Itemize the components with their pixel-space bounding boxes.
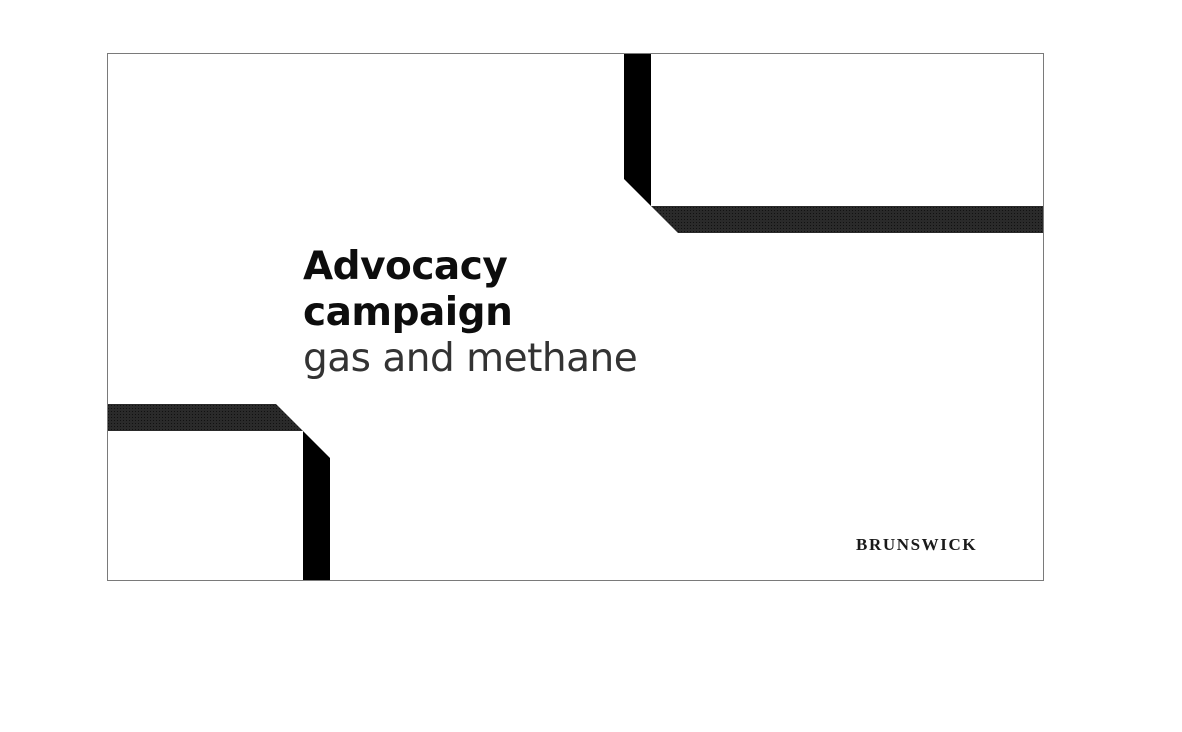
- bottom-vertical-bar: [303, 431, 330, 580]
- brand-logo: BRUNSWICK: [856, 535, 978, 554]
- top-vertical-bar: [624, 54, 651, 206]
- bottom-horizontal-band: [108, 404, 303, 431]
- decorative-corner-bars: [108, 54, 1043, 580]
- top-horizontal-band: [651, 206, 1043, 233]
- slide-title: Advocacy campaign gas and methane: [303, 244, 638, 382]
- subtitle: gas and methane: [303, 336, 638, 381]
- title-slide: Advocacy campaign gas and methane BRUNSW…: [107, 53, 1044, 581]
- title-line-1: Advocacy: [303, 244, 508, 289]
- title-line-2: campaign: [303, 290, 513, 335]
